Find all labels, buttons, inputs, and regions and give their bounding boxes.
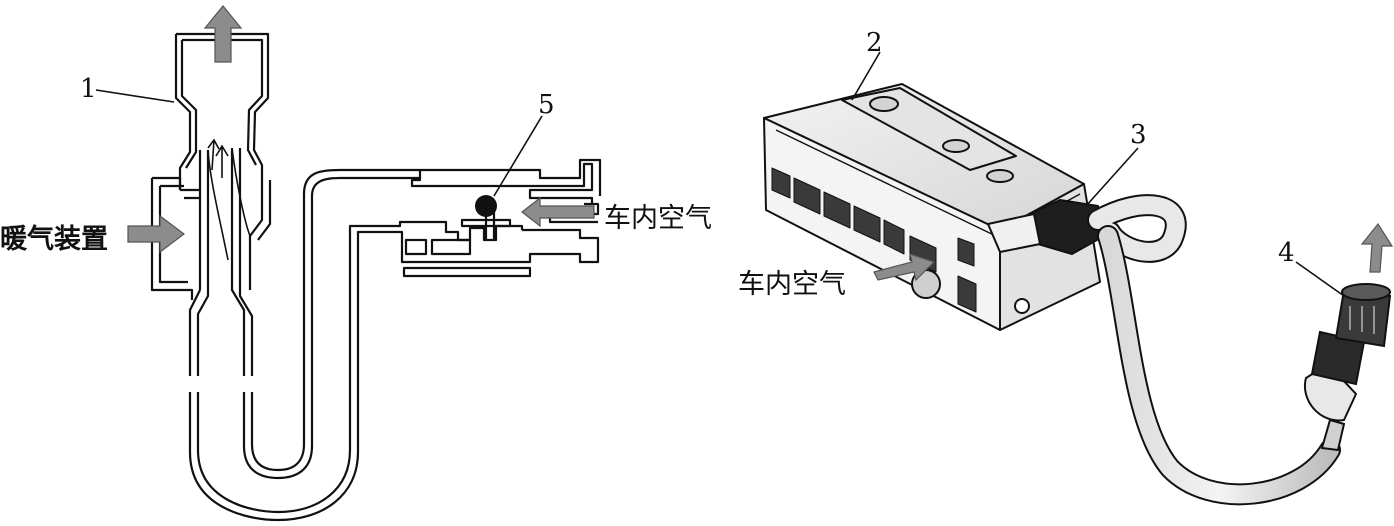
cabin-air-arrow-left-icon	[521, 196, 595, 228]
callout-3: 3	[1130, 120, 1147, 150]
hose-icon	[188, 168, 420, 522]
callout-5: 5	[538, 90, 555, 120]
hose-icon-right	[1087, 194, 1341, 506]
leader-3	[1085, 147, 1139, 207]
cabin-air-label-left: 车内空气	[604, 203, 712, 234]
internal-arrows	[207, 138, 229, 178]
aspirator-section	[95, 32, 602, 522]
callout-1: 1	[80, 74, 97, 104]
flow-arrows-right	[873, 222, 1394, 282]
outlet-arrow-icon	[203, 5, 243, 63]
cabin-air-label-right: 车内空气	[738, 269, 846, 300]
heater-arrow-icon	[127, 214, 185, 254]
callout-2: 2	[866, 28, 883, 58]
aspirator-fitting	[1303, 283, 1392, 452]
leader-4	[1295, 261, 1345, 297]
leader-2	[851, 51, 881, 101]
callout-4: 4	[1278, 238, 1295, 268]
exhaust-arrow-icon	[1360, 222, 1394, 273]
leader-5	[493, 115, 543, 197]
cabin-air-arrow-right-icon	[873, 253, 936, 282]
aspirator-icon	[150, 32, 272, 376]
sensor-ball-icon	[475, 195, 497, 217]
flow-arrows-left	[127, 5, 595, 254]
control-unit	[763, 83, 1105, 331]
leader-1	[95, 89, 175, 103]
heater-label: 暖气装置	[0, 224, 108, 255]
